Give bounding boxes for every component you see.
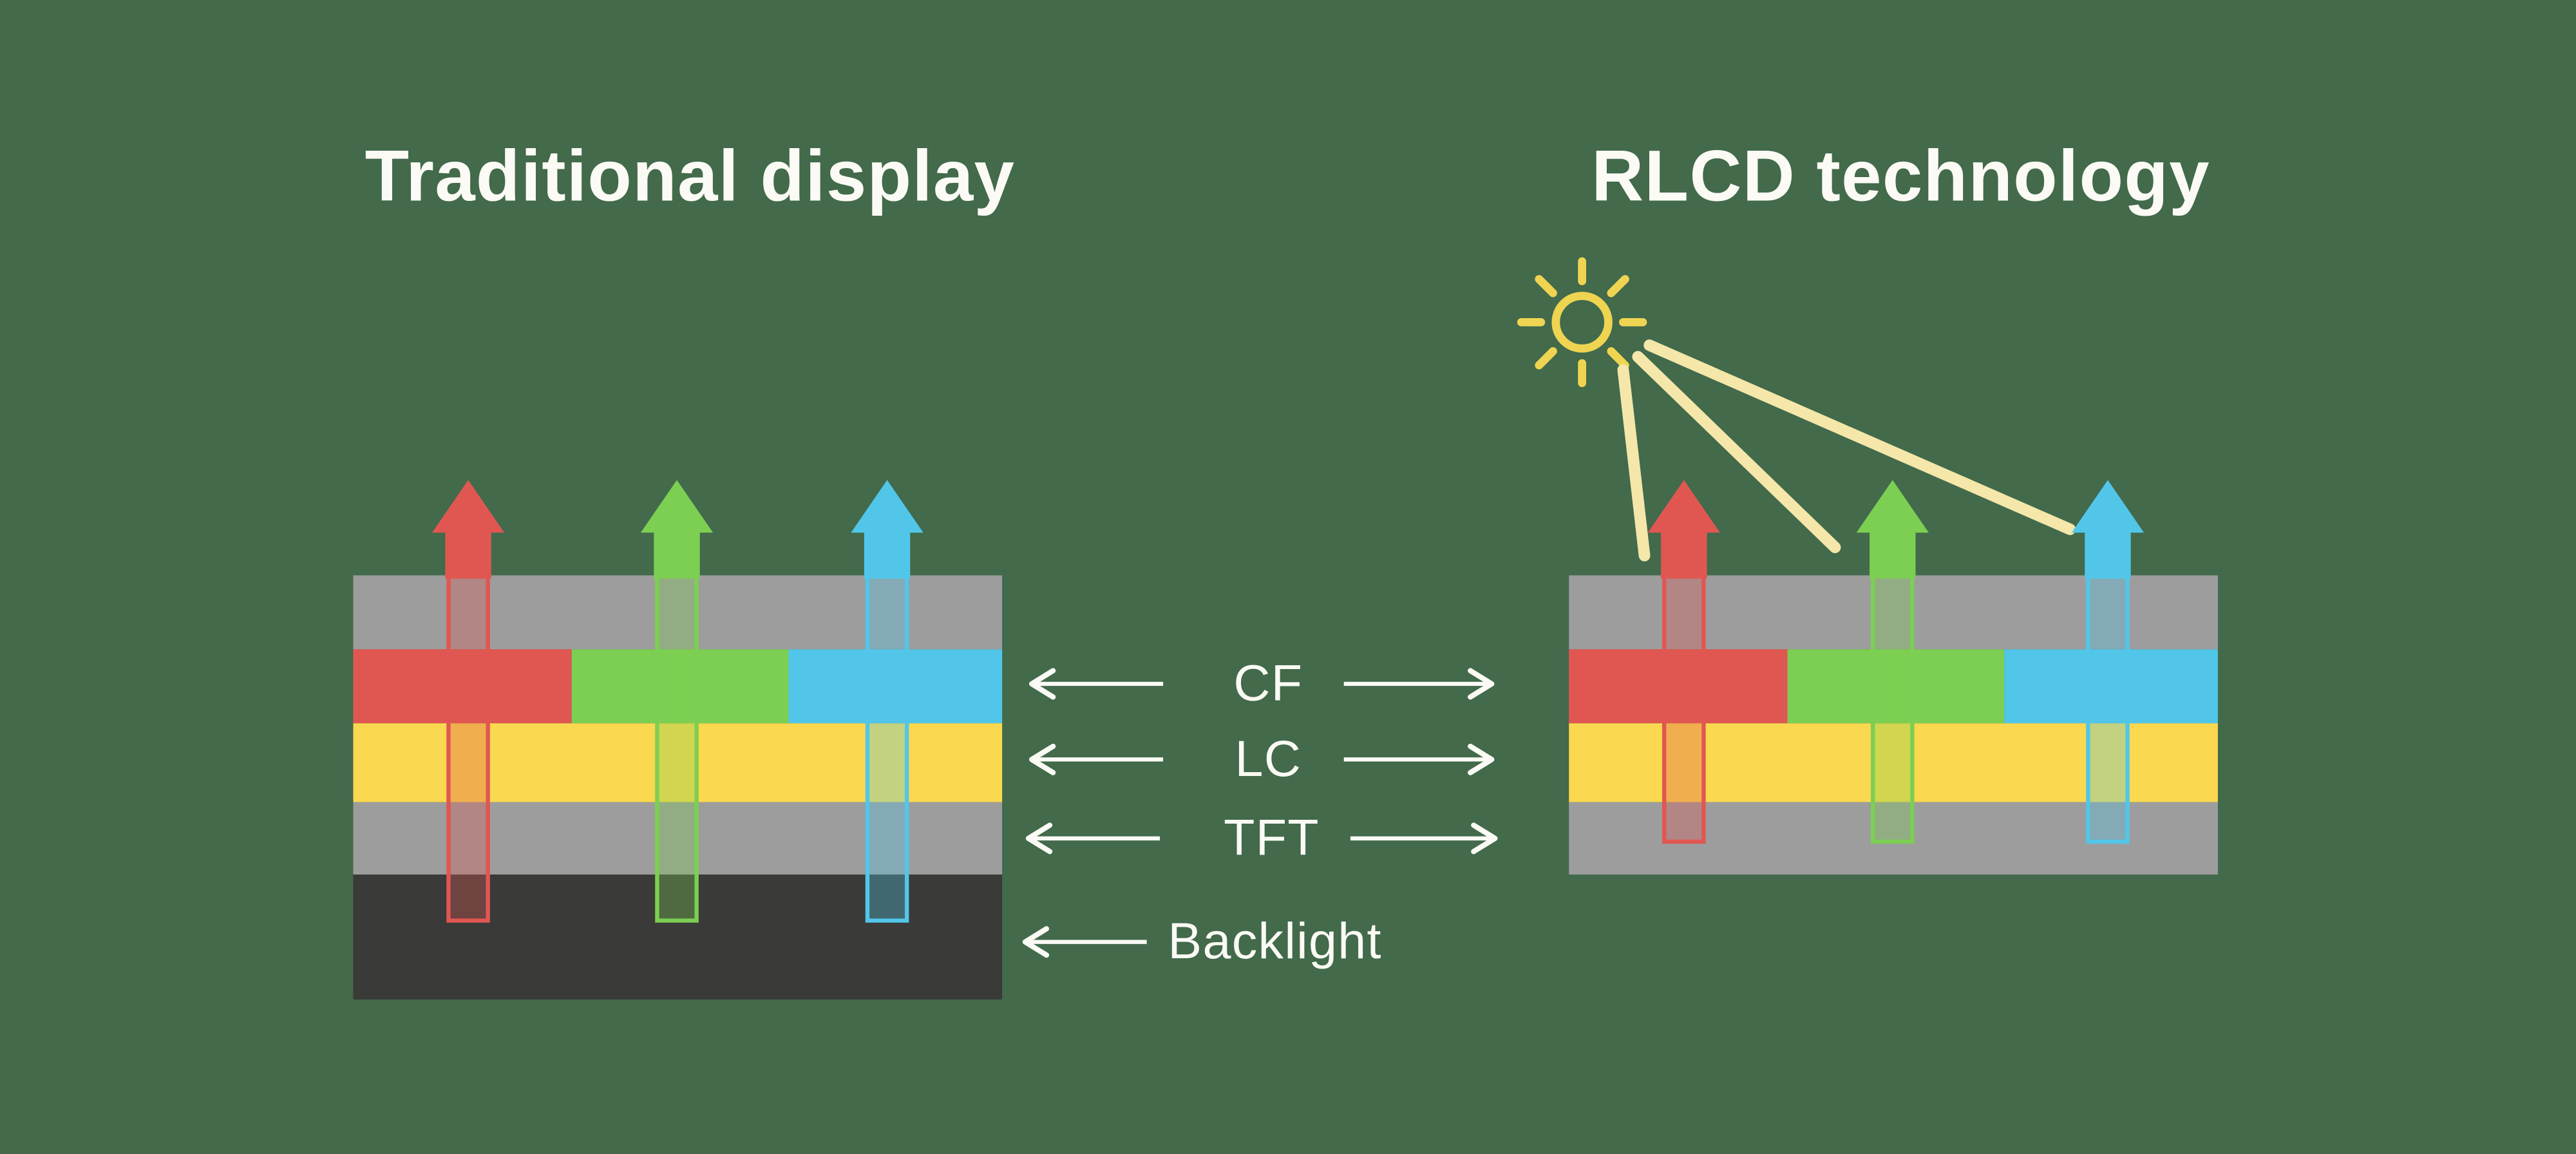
right-green-light-column (1870, 540, 1915, 844)
left-light-arrows (431, 480, 923, 923)
left-red-arrow-head (431, 480, 505, 533)
right-green-light-arrow (1856, 480, 1929, 844)
sun-rays (1517, 257, 1647, 388)
annotation-row-lc: LC (1028, 730, 1495, 787)
left-green-light-arrow (640, 480, 714, 923)
left-cf-red-segment (353, 649, 572, 724)
sun-ray (1607, 275, 1629, 298)
left-tft-layer (353, 802, 1003, 875)
right-cyan-light-column (2086, 540, 2130, 844)
right-cf-green-segment (1787, 649, 2005, 724)
cf-label: CF (1233, 654, 1303, 711)
left-cf-green-segment (571, 649, 789, 724)
right-cyan-arrow-shaft (2085, 529, 2131, 579)
right-diagram-title: RLCD technology (1591, 135, 2210, 216)
right-red-arrow-head (1647, 480, 1720, 533)
right-display-stack (1569, 575, 2218, 875)
right-green-arrow-shaft (1870, 529, 1916, 579)
left-backlight-layer (353, 875, 1003, 1000)
sun-icon (1517, 257, 1647, 388)
right-cyan-light-arrow (2071, 480, 2145, 844)
right-lc-layer (1569, 723, 2218, 802)
sun-ray (1607, 347, 1629, 370)
backlight-label: Backlight (1168, 912, 1381, 969)
left-red-light-column (446, 540, 490, 923)
left-cyan-arrow-shaft (864, 529, 911, 579)
sun-ray (1535, 347, 1557, 370)
left-red-arrow-shaft (445, 529, 491, 579)
left-cyan-arrow-head (851, 480, 923, 533)
right-red-light-arrow (1647, 480, 1720, 844)
right-green-arrow-head (1856, 480, 1929, 533)
left-green-arrow-shaft (654, 529, 700, 579)
right-cf-cyan-segment (2004, 649, 2218, 724)
tft-label: TFT (1224, 808, 1320, 866)
sun-disc (1551, 292, 1613, 353)
sunlight-beam (1617, 364, 1651, 562)
right-red-light-column (1662, 540, 1706, 844)
left-green-arrow-head (640, 480, 714, 533)
left-display-stack (353, 575, 1003, 1000)
sun-ray (1535, 275, 1557, 298)
left-red-light-arrow (431, 480, 505, 923)
left-diagram-title: Traditional display (365, 135, 1016, 216)
sunlight-beams (1617, 339, 2076, 562)
left-cyan-light-arrow (851, 480, 923, 923)
right-red-arrow-shaft (1661, 529, 1707, 579)
right-light-arrows (1647, 480, 2145, 844)
annotation-row-tft: TFT (1025, 808, 1498, 866)
sunlight-beam (1632, 351, 1841, 553)
right-glass-top-layer (1569, 575, 2218, 650)
sunlight-beam (1643, 339, 2076, 535)
right-cf-red-segment (1569, 649, 1788, 724)
left-glass-top-layer (353, 575, 1003, 650)
right-cyan-arrow-head (2071, 480, 2145, 533)
annotation-row-cf: CF (1028, 654, 1495, 711)
layer-annotations: CF LC TFT Backlight (1022, 654, 1498, 969)
left-lc-layer (353, 723, 1003, 802)
left-cf-cyan-segment (788, 649, 1003, 724)
left-cyan-light-column (865, 540, 909, 923)
right-tft-layer (1569, 802, 2218, 875)
left-green-light-column (655, 540, 699, 923)
lc-label: LC (1235, 730, 1302, 787)
annotation-row-backlight: Backlight (1022, 912, 1381, 969)
